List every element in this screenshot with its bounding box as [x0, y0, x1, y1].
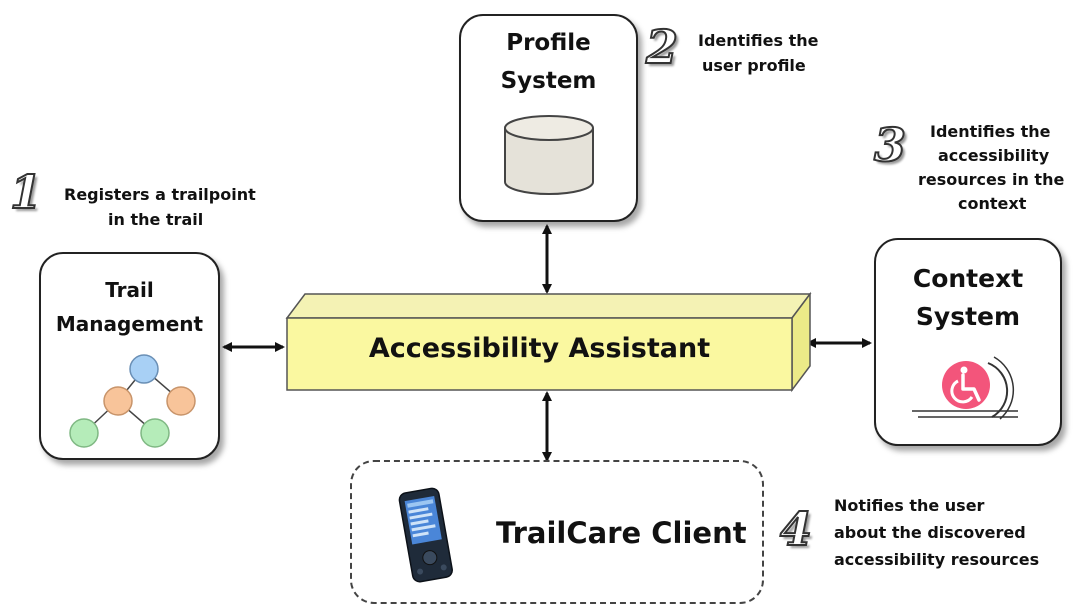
profile-title-line1: Profile	[506, 30, 591, 56]
trail-title-line1: Trail	[105, 278, 154, 302]
step-2-line: Identifies the	[698, 31, 819, 50]
profile-system-box: Profile System	[459, 14, 638, 222]
assistant-label: Accessibility Assistant	[368, 333, 711, 364]
step-4-line: Notifies the user	[834, 496, 985, 515]
pda-device-icon	[398, 487, 453, 583]
step-3-line: Identifies the	[930, 122, 1051, 141]
step-3-line: resources in the	[918, 170, 1065, 189]
trail-management-box: Trail Management	[39, 252, 220, 460]
step-1-number: 1	[9, 164, 43, 220]
step-1-line: Registers a trailpoint	[64, 185, 256, 204]
trailcare-client-box: TrailCare Client	[350, 460, 764, 604]
step-4-number: 4	[779, 501, 813, 557]
client-title: TrailCare Client	[496, 516, 747, 550]
step-3-text: Identifies the accessibility resources i…	[918, 120, 1064, 216]
tree-leaf-node	[140, 418, 170, 448]
tree-icon	[69, 354, 196, 448]
tree-root-node	[129, 354, 159, 384]
context-system-box: Context System	[874, 238, 1062, 446]
tree-mid-node	[166, 386, 196, 416]
step-1-line: in the trail	[108, 210, 204, 229]
trail-title-line2: Management	[55, 312, 204, 336]
step-2-line: user profile	[702, 56, 806, 75]
assistant-front-face	[286, 317, 793, 391]
step-3-number: 3	[873, 117, 907, 173]
step-4-text: Notifies the user about the discovered a…	[834, 492, 1039, 573]
step-4-line: accessibility resources	[834, 550, 1040, 569]
assistant-top-face	[285, 293, 812, 319]
step-4-line: about the discovered	[834, 523, 1026, 542]
step-3-line: context	[958, 194, 1027, 213]
context-title-line2: System	[915, 302, 1021, 331]
tree-leaf-node	[69, 418, 99, 448]
wheelchair-icon	[912, 356, 1018, 420]
step-1-text: Registers a trailpoint in the trail	[64, 182, 256, 232]
step-2-text: Identifies the user profile	[698, 28, 818, 78]
tree-mid-node	[103, 386, 133, 416]
step-2-number: 2	[645, 19, 679, 75]
context-title-line1: Context	[912, 264, 1024, 293]
step-3-line: accessibility	[938, 146, 1050, 165]
database-icon	[504, 115, 594, 195]
profile-title-line2: System	[500, 68, 597, 94]
